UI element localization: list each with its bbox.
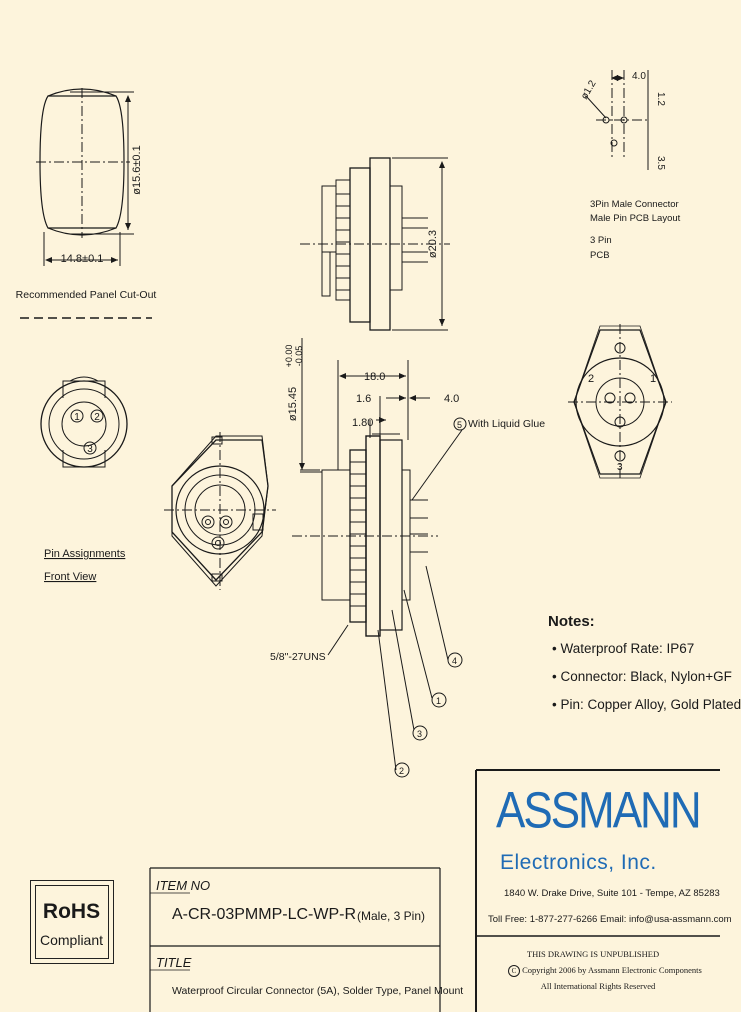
callout-3-text: 3 xyxy=(417,729,422,739)
pcb-dim-right: 1.2 xyxy=(655,92,666,106)
main-section-view xyxy=(292,338,463,771)
note-text-2: Connector: Black, Nylon+GF xyxy=(560,669,732,684)
company-contact: Toll Free: 1-877-277-6266 Email: info@us… xyxy=(488,914,732,925)
side-diameter-label: ø20.3 xyxy=(427,230,439,258)
cutout-caption: Recommended Panel Cut-Out xyxy=(16,289,157,301)
note-text-1: Waterproof Rate: IP67 xyxy=(560,641,695,656)
panel-cutout-drawing xyxy=(36,88,134,266)
item-no-label: ITEM NO xyxy=(156,878,211,893)
pcb-caption-2: Male Pin PCB Layout xyxy=(590,213,681,224)
pcb-dim-top: 4.0 xyxy=(632,71,646,82)
rear-pin-2-label: 2 xyxy=(588,373,594,385)
callout-4 xyxy=(447,652,463,668)
glue-callout-number: 5 xyxy=(457,420,462,430)
pin-assignments-caption: Pin Assignments xyxy=(44,548,126,560)
unpublished-notice: THIS DRAWING IS UNPUBLISHED xyxy=(526,949,660,959)
cutout-width-label: 14.8±0.1 xyxy=(61,253,104,265)
callout-4-text: 4 xyxy=(452,656,457,666)
glue-label: With Liquid Glue xyxy=(468,418,545,430)
copyright-text: Copyright 2006 by Assmann Electronic Com… xyxy=(522,965,702,975)
note-item-2: • Connector: Black, Nylon+GF xyxy=(552,669,732,684)
technical-drawing: ø15.6±0.1 14.8±0.1 Recommended Panel Cut… xyxy=(16,70,720,1012)
rohs-subtitle: Compliant xyxy=(39,932,104,948)
dim-4-label: 4.0 xyxy=(444,393,459,405)
main-diameter-label: ø15.45 xyxy=(287,387,299,421)
item-variant: (Male, 3 Pin) xyxy=(357,909,426,923)
company-subname: Electronics, Inc. xyxy=(500,851,657,874)
pcb-layout xyxy=(585,70,650,170)
note-item-1: • Waterproof Rate: IP67 xyxy=(552,641,695,656)
cutout-diameter-label: ø15.6±0.1 xyxy=(131,145,143,194)
dim-1-80-label: 1.80 xyxy=(352,417,373,429)
pin-1-label: 1 xyxy=(74,412,80,423)
main-tol-upper: +0.00 xyxy=(284,345,294,368)
pcb-caption-3: 3 Pin xyxy=(590,235,612,246)
callout-2 xyxy=(394,762,410,778)
pin-front-view xyxy=(40,376,128,468)
callout-2-text: 2 xyxy=(399,766,404,776)
rear-hex-view xyxy=(568,324,672,480)
pcb-dim-right-2: 3.5 xyxy=(655,156,666,170)
thread-label: 5/8"-27UNS xyxy=(270,651,326,663)
front-view-caption: Front View xyxy=(44,571,96,583)
copyright-line: C Copyright 2006 by Assmann Electronic C… xyxy=(508,965,702,977)
side-view xyxy=(300,157,450,331)
pin-2-label: 2 xyxy=(94,412,100,423)
hex-front-view xyxy=(164,432,276,590)
pcb-caption-4: PCB xyxy=(590,250,610,261)
rohs-title: RoHS xyxy=(42,900,101,923)
title-label: TITLE xyxy=(156,955,192,970)
callout-1 xyxy=(431,692,447,708)
callout-3 xyxy=(412,725,428,741)
note-text-3: Pin: Copper Alloy, Gold Plated xyxy=(560,697,741,712)
callout-5 xyxy=(453,417,467,431)
notes-title: Notes: xyxy=(548,613,595,630)
rohs-badge: RoHS Compliant xyxy=(30,880,114,964)
company-logo: ASSMANN xyxy=(496,782,702,839)
company-address: 1840 W. Drake Drive, Suite 101 - Tempe, … xyxy=(504,888,720,899)
copyright-icon: C xyxy=(508,965,520,977)
pcb-hole-dia-label: ø1.2 xyxy=(579,78,599,101)
item-no-value: A-CR-03PMMP-LC-WP-R xyxy=(172,906,356,923)
dim-18-label: 18.0 xyxy=(364,371,385,383)
pin-3-label: 3 xyxy=(87,444,93,455)
title-value: Waterproof Circular Connector (5A), Sold… xyxy=(172,985,464,997)
callout-1-text: 1 xyxy=(436,696,441,706)
dim-1-6-label: 1.6 xyxy=(356,393,371,405)
rear-pin-3-label: 3 xyxy=(617,462,623,473)
note-item-3: • Pin: Copper Alloy, Gold Plated xyxy=(552,697,741,712)
main-tol-lower: -0.05 xyxy=(294,346,304,367)
rights-reserved: All International Rights Reserved xyxy=(540,981,656,991)
rear-pin-1-label: 1 xyxy=(650,373,656,385)
pcb-caption-1: 3Pin Male Connector xyxy=(590,199,679,210)
